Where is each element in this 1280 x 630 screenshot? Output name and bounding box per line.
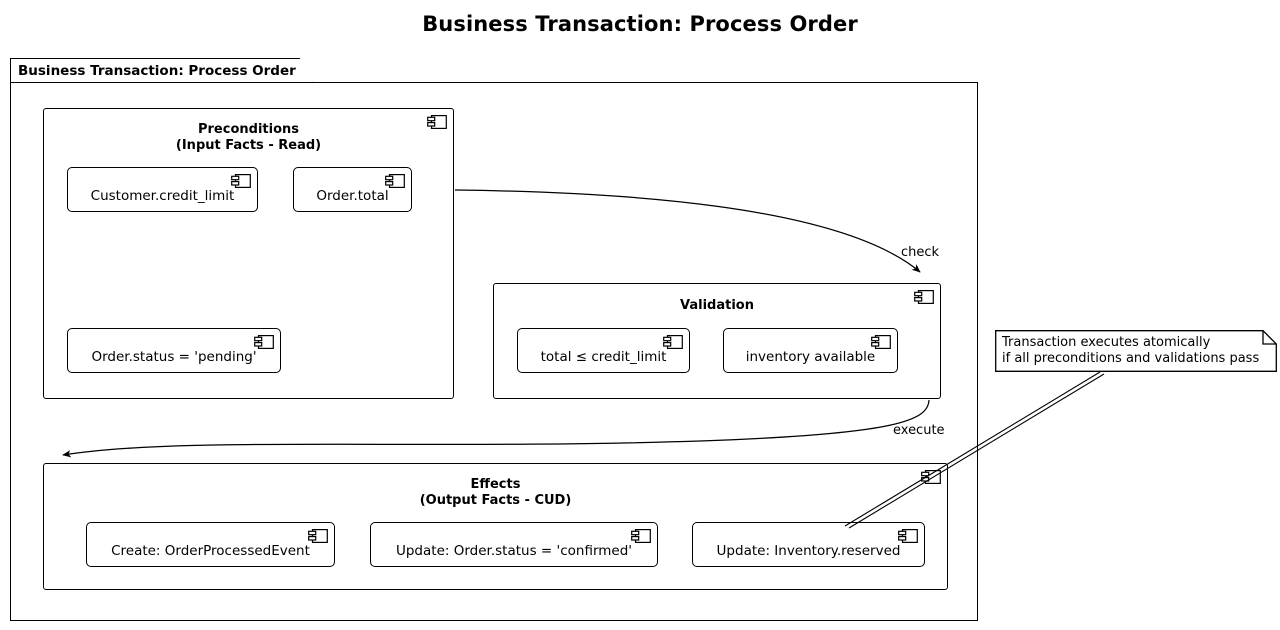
fact-label: Order.total [316, 188, 389, 204]
uml-component-icon [254, 335, 274, 349]
uml-component-icon [871, 335, 891, 349]
validation-inventory-available[interactable]: inventory available [723, 328, 898, 373]
effect-label: Create: OrderProcessedEvent [111, 543, 310, 559]
effect-label: Update: Inventory.reserved [716, 543, 901, 559]
validation-total-le-credit-limit[interactable]: total ≤ credit_limit [517, 328, 690, 373]
effect-update-inventory-reserved[interactable]: Update: Inventory.reserved [692, 522, 925, 567]
note-atomic-execution[interactable]: Transaction executes atomically if all p… [995, 330, 1277, 372]
group-preconditions-title: Preconditions (Input Facts - Read) [175, 122, 322, 153]
uml-component-icon [663, 335, 683, 349]
validation-label: inventory available [745, 349, 876, 365]
uml-component-icon [914, 290, 934, 304]
uml-component-icon [898, 529, 918, 543]
group-preconditions[interactable]: Preconditions (Input Facts - Read) Custo… [43, 108, 454, 399]
group-validation-title: Validation [680, 298, 754, 313]
diagram-title: Business Transaction: Process Order [422, 12, 858, 36]
effect-label: Update: Order.status = 'confirmed' [395, 543, 633, 559]
uml-component-icon [231, 174, 251, 188]
fact-order-status-pending[interactable]: Order.status = 'pending' [67, 328, 281, 373]
note-text: Transaction executes atomically if all p… [1002, 335, 1260, 366]
uml-component-icon [631, 529, 651, 543]
edge-label-check: check [901, 245, 940, 260]
fact-customer-credit-limit[interactable]: Customer.credit_limit [67, 167, 258, 212]
edge-label-execute: execute [893, 423, 945, 438]
effect-update-order-status-confirmed[interactable]: Update: Order.status = 'confirmed' [370, 522, 658, 567]
uml-component-icon [385, 174, 405, 188]
validation-label: total ≤ credit_limit [540, 349, 667, 365]
effect-create-orderprocessedevent[interactable]: Create: OrderProcessedEvent [86, 522, 335, 567]
uml-component-icon [308, 529, 328, 543]
group-validation[interactable]: Validation total ≤ credit_limit inventor… [493, 283, 941, 399]
group-effects[interactable]: Effects (Output Facts - CUD) Create: Ord… [43, 463, 948, 590]
package-tab-label: Business Transaction: Process Order [10, 58, 313, 83]
uml-component-icon [427, 115, 447, 129]
fact-label: Order.status = 'pending' [91, 349, 257, 365]
group-effects-title: Effects (Output Facts - CUD) [419, 477, 572, 508]
fact-order-total[interactable]: Order.total [293, 167, 412, 212]
fact-label: Customer.credit_limit [90, 188, 235, 204]
